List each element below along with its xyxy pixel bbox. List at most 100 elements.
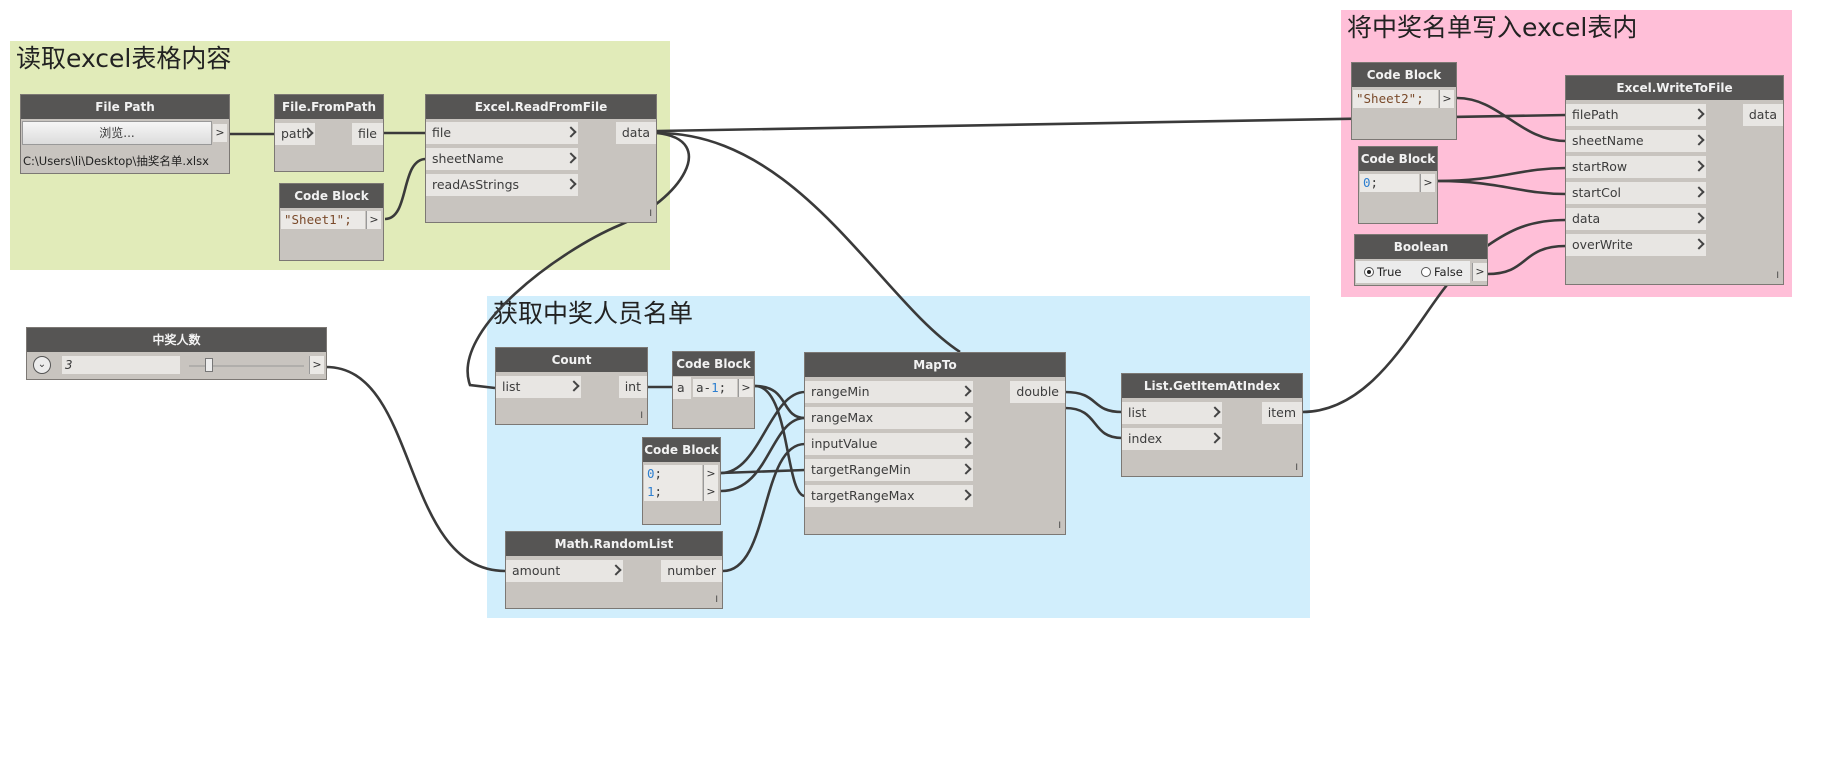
input-port-data[interactable]: data <box>1566 208 1706 230</box>
wire-slider-to-random <box>325 365 506 573</box>
input-port-sheetname[interactable]: sheetName <box>426 148 578 170</box>
input-port-list[interactable]: list <box>1122 402 1222 424</box>
node-code-block-a-minus-1[interactable]: Code Block a a-1; > <box>672 351 755 429</box>
code-line-2[interactable]: 1; <box>644 483 702 501</box>
input-port-overwrite[interactable]: overWrite <box>1566 234 1706 256</box>
output-port-data[interactable]: data <box>1742 104 1783 126</box>
node-code-block-sheet2[interactable]: Code Block "Sheet2"; > <box>1351 62 1457 140</box>
input-port-file[interactable]: file <box>426 122 578 144</box>
input-port-a[interactable]: a <box>673 377 691 399</box>
node-excel-write-to-file[interactable]: Excel.WriteToFile filePath sheetName sta… <box>1565 75 1784 285</box>
node-count[interactable]: Count list int I <box>495 347 648 425</box>
input-port-path[interactable]: path <box>275 123 315 145</box>
input-port-readasstrings[interactable]: readAsStrings <box>426 174 578 196</box>
output-port[interactable]: > <box>1439 90 1454 108</box>
lacing-indicator[interactable]: I <box>1295 463 1298 473</box>
output-port-1[interactable]: > <box>703 465 718 483</box>
file-path-value: C:\Users\li\Desktop\抽奖名单.xlsx <box>23 154 209 168</box>
output-port[interactable]: > <box>1472 263 1487 281</box>
lacing-indicator[interactable]: I <box>649 209 652 219</box>
chevron-right-icon <box>1209 432 1221 444</box>
lacing-indicator[interactable]: I <box>640 411 643 421</box>
node-code-block-0-1[interactable]: Code Block 0; > 1; > <box>642 437 721 525</box>
browse-button[interactable]: 浏览... <box>22 121 212 145</box>
code-text[interactable]: 0; <box>1360 174 1419 192</box>
output-port[interactable]: > <box>366 211 381 229</box>
output-port-2[interactable]: > <box>703 483 718 501</box>
lacing-indicator[interactable]: I <box>1058 521 1061 531</box>
node-title: Code Block <box>1352 63 1456 87</box>
input-port-filepath[interactable]: filePath <box>1566 104 1706 126</box>
input-port-list[interactable]: list <box>496 376 581 398</box>
chevron-right-icon <box>565 126 577 138</box>
input-port-index[interactable]: index <box>1122 428 1222 450</box>
lacing-indicator[interactable]: I <box>715 595 718 605</box>
output-port-data[interactable]: data <box>615 122 656 144</box>
node-winner-count-slider[interactable]: 中奖人数 ⌄ 3 > <box>26 327 327 380</box>
input-port-inputvalue[interactable]: inputValue <box>805 433 973 455</box>
code-text[interactable]: "Sheet1"; <box>281 211 365 229</box>
output-port-item[interactable]: item <box>1261 402 1302 424</box>
chevron-down-icon[interactable]: ⌄ <box>33 356 51 374</box>
input-port-targetrangemax[interactable]: targetRangeMax <box>805 485 973 507</box>
output-port[interactable]: > <box>1420 174 1435 192</box>
chevron-right-icon <box>1209 406 1221 418</box>
code-line-1[interactable]: 0; <box>644 465 702 483</box>
output-port[interactable]: > <box>213 124 227 142</box>
node-title: File.FromPath <box>275 95 383 119</box>
node-title: Math.RandomList <box>506 532 722 556</box>
input-port-startcol[interactable]: startCol <box>1566 182 1706 204</box>
code-text[interactable]: a-1; <box>693 379 737 397</box>
chevron-right-icon <box>568 380 580 392</box>
input-port-sheetname[interactable]: sheetName <box>1566 130 1706 152</box>
chevron-right-icon <box>1693 134 1705 146</box>
lacing-indicator[interactable]: I <box>1776 271 1779 281</box>
chevron-right-icon <box>1693 160 1705 172</box>
node-title: List.GetItemAtIndex <box>1122 374 1302 398</box>
output-port-int[interactable]: int <box>618 376 647 398</box>
group-title: 读取excel表格内容 <box>16 44 232 73</box>
node-excel-read-from-file[interactable]: Excel.ReadFromFile file sheetName readAs… <box>425 94 657 223</box>
code-num: 0 <box>1363 175 1371 190</box>
code-num: 0 <box>647 466 655 481</box>
input-port-amount[interactable]: amount <box>506 560 623 582</box>
node-code-block-sheet1[interactable]: Code Block "Sheet1"; > <box>279 183 384 261</box>
boolean-options <box>1356 261 1470 283</box>
output-port-double[interactable]: double <box>1010 381 1065 403</box>
slider-track[interactable] <box>189 365 304 367</box>
node-title: Excel.WriteToFile <box>1566 76 1783 100</box>
node-title: Code Block <box>643 438 720 462</box>
slider-value[interactable]: 3 <box>62 356 180 374</box>
output-port-number[interactable]: number <box>661 560 722 582</box>
chevron-right-icon <box>960 463 972 475</box>
node-file-path[interactable]: File Path 浏览... > C:\Users\li\Desktop\抽奖… <box>20 94 230 174</box>
input-port-startrow[interactable]: startRow <box>1566 156 1706 178</box>
node-title: MapTo <box>805 353 1065 377</box>
code-text[interactable]: "Sheet2"; <box>1353 90 1438 108</box>
node-code-block-0[interactable]: Code Block 0; > <box>1358 146 1438 224</box>
input-port-targetrangemin[interactable]: targetRangeMin <box>805 459 973 481</box>
node-title: 中奖人数 <box>27 328 326 352</box>
node-boolean[interactable]: Boolean True False > <box>1354 234 1488 286</box>
radio-false[interactable] <box>1421 267 1431 277</box>
radio-true[interactable] <box>1364 267 1374 277</box>
node-title: Excel.ReadFromFile <box>426 95 656 119</box>
node-file-from-path[interactable]: File.FromPath path file <box>274 94 384 172</box>
chevron-right-icon <box>1693 212 1705 224</box>
radio-false-label: False <box>1434 265 1463 279</box>
input-port-rangemin[interactable]: rangeMin <box>805 381 973 403</box>
code-end: ; <box>654 466 663 481</box>
output-port-file[interactable]: file <box>351 123 383 145</box>
chevron-right-icon <box>302 127 314 139</box>
node-map-to[interactable]: MapTo rangeMin rangeMax inputValue targe… <box>804 352 1066 535</box>
output-port[interactable]: > <box>309 356 324 374</box>
node-list-get-item-at-index[interactable]: List.GetItemAtIndex list index item I <box>1121 373 1303 477</box>
code-end: ; <box>654 484 663 499</box>
slider-thumb[interactable] <box>205 358 213 372</box>
output-port[interactable]: > <box>738 379 753 397</box>
input-port-rangemax[interactable]: rangeMax <box>805 407 973 429</box>
node-math-random-list[interactable]: Math.RandomList amount number I <box>505 531 723 609</box>
node-title: Code Block <box>673 352 754 376</box>
chevron-right-icon <box>960 489 972 501</box>
